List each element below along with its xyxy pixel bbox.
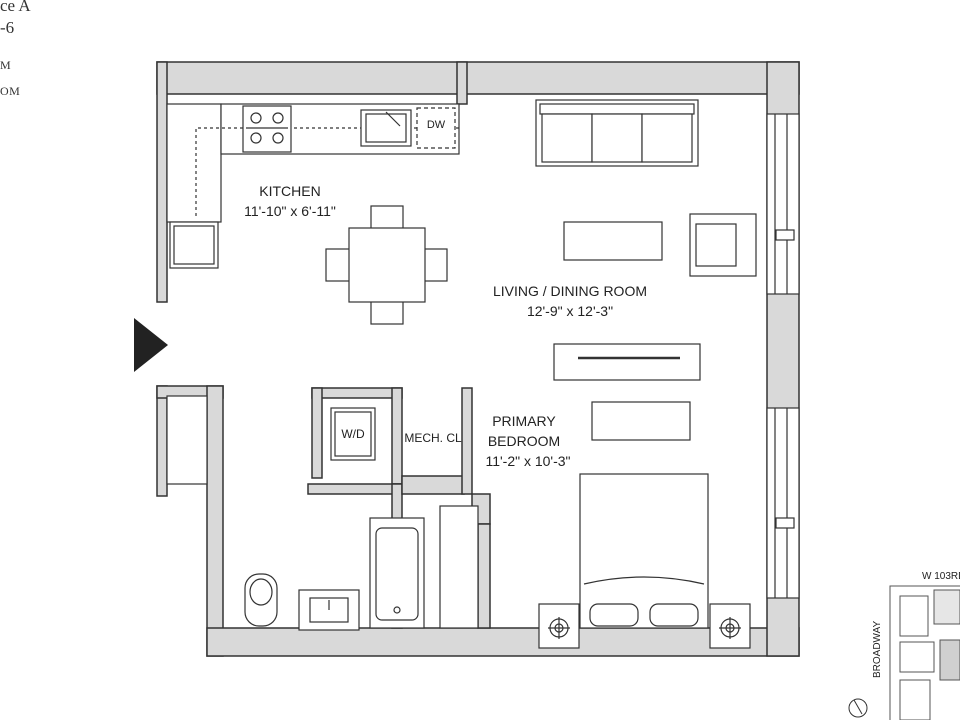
plan-info-line-1: M [0, 58, 12, 72]
wall-wd-top [311, 387, 403, 399]
bedroom-closet [439, 505, 479, 629]
wall-kitchen-stub [456, 61, 468, 105]
washer-dryer-label: W/D [341, 427, 365, 441]
wall-bath-left [206, 385, 224, 657]
bedroom-dims: 11'-2" x 10'-3" [485, 453, 570, 469]
wall-wd-left [311, 387, 323, 479]
windows [766, 113, 800, 599]
wall-bath-top [307, 483, 403, 495]
washer-dryer [330, 407, 376, 461]
entry-closet [166, 395, 208, 485]
media-console [553, 343, 701, 381]
key-avenue-label: BROADWAY [872, 620, 883, 678]
kitchen-name: KITCHEN [259, 183, 320, 199]
wall-top [156, 61, 800, 95]
chair-north [370, 205, 404, 231]
dishwasher [416, 107, 456, 149]
key-street-label: W 103RD [922, 571, 960, 582]
pillow-right [649, 603, 699, 627]
window-bedroom [766, 407, 800, 599]
bedroom-name-line2: BEDROOM [488, 433, 560, 449]
dishwasher-label: DW [427, 119, 446, 131]
living-name: LIVING / DINING ROOM [493, 283, 647, 299]
bedroom-furniture [439, 401, 751, 649]
chair-west [325, 248, 351, 282]
wall-wd-right [391, 387, 403, 485]
entry-arrow-icon [134, 318, 168, 372]
wall-mech-right [461, 387, 473, 495]
counter-left [166, 103, 222, 223]
living-furniture [535, 99, 757, 381]
bath-fixtures [166, 395, 425, 631]
bathtub-basin [375, 527, 419, 621]
kitchen-fixtures [166, 103, 460, 269]
plan-floors: -6 [0, 18, 15, 37]
bed [579, 473, 709, 629]
wall-left-lower [156, 385, 168, 497]
refrigerator [169, 221, 219, 269]
vanity [298, 589, 360, 631]
chair-south [370, 299, 404, 325]
living-dims: 12'-9" x 12'-3" [527, 303, 613, 319]
key-plan [848, 585, 960, 720]
pillow-left [589, 603, 639, 627]
wall-left-upper [156, 61, 168, 303]
dining-table [325, 205, 448, 325]
bedroom-name-line1: PRIMARY [492, 413, 556, 429]
wall-mech-bottom [401, 475, 465, 495]
plan-title: ce A [0, 0, 31, 15]
dresser [591, 401, 691, 441]
chair-east [422, 248, 448, 282]
stove-icon [242, 105, 292, 153]
coffee-table [563, 221, 663, 261]
kitchen-dims: 11'-10" x 6'-11" [244, 203, 336, 219]
mech-closet-label: MECH. CL [404, 431, 462, 445]
window-living [766, 113, 800, 295]
table-top [348, 227, 426, 303]
wall-bottom [206, 627, 800, 657]
plan-info-line-2: OM [0, 84, 21, 98]
wall-closet-right [477, 523, 491, 629]
